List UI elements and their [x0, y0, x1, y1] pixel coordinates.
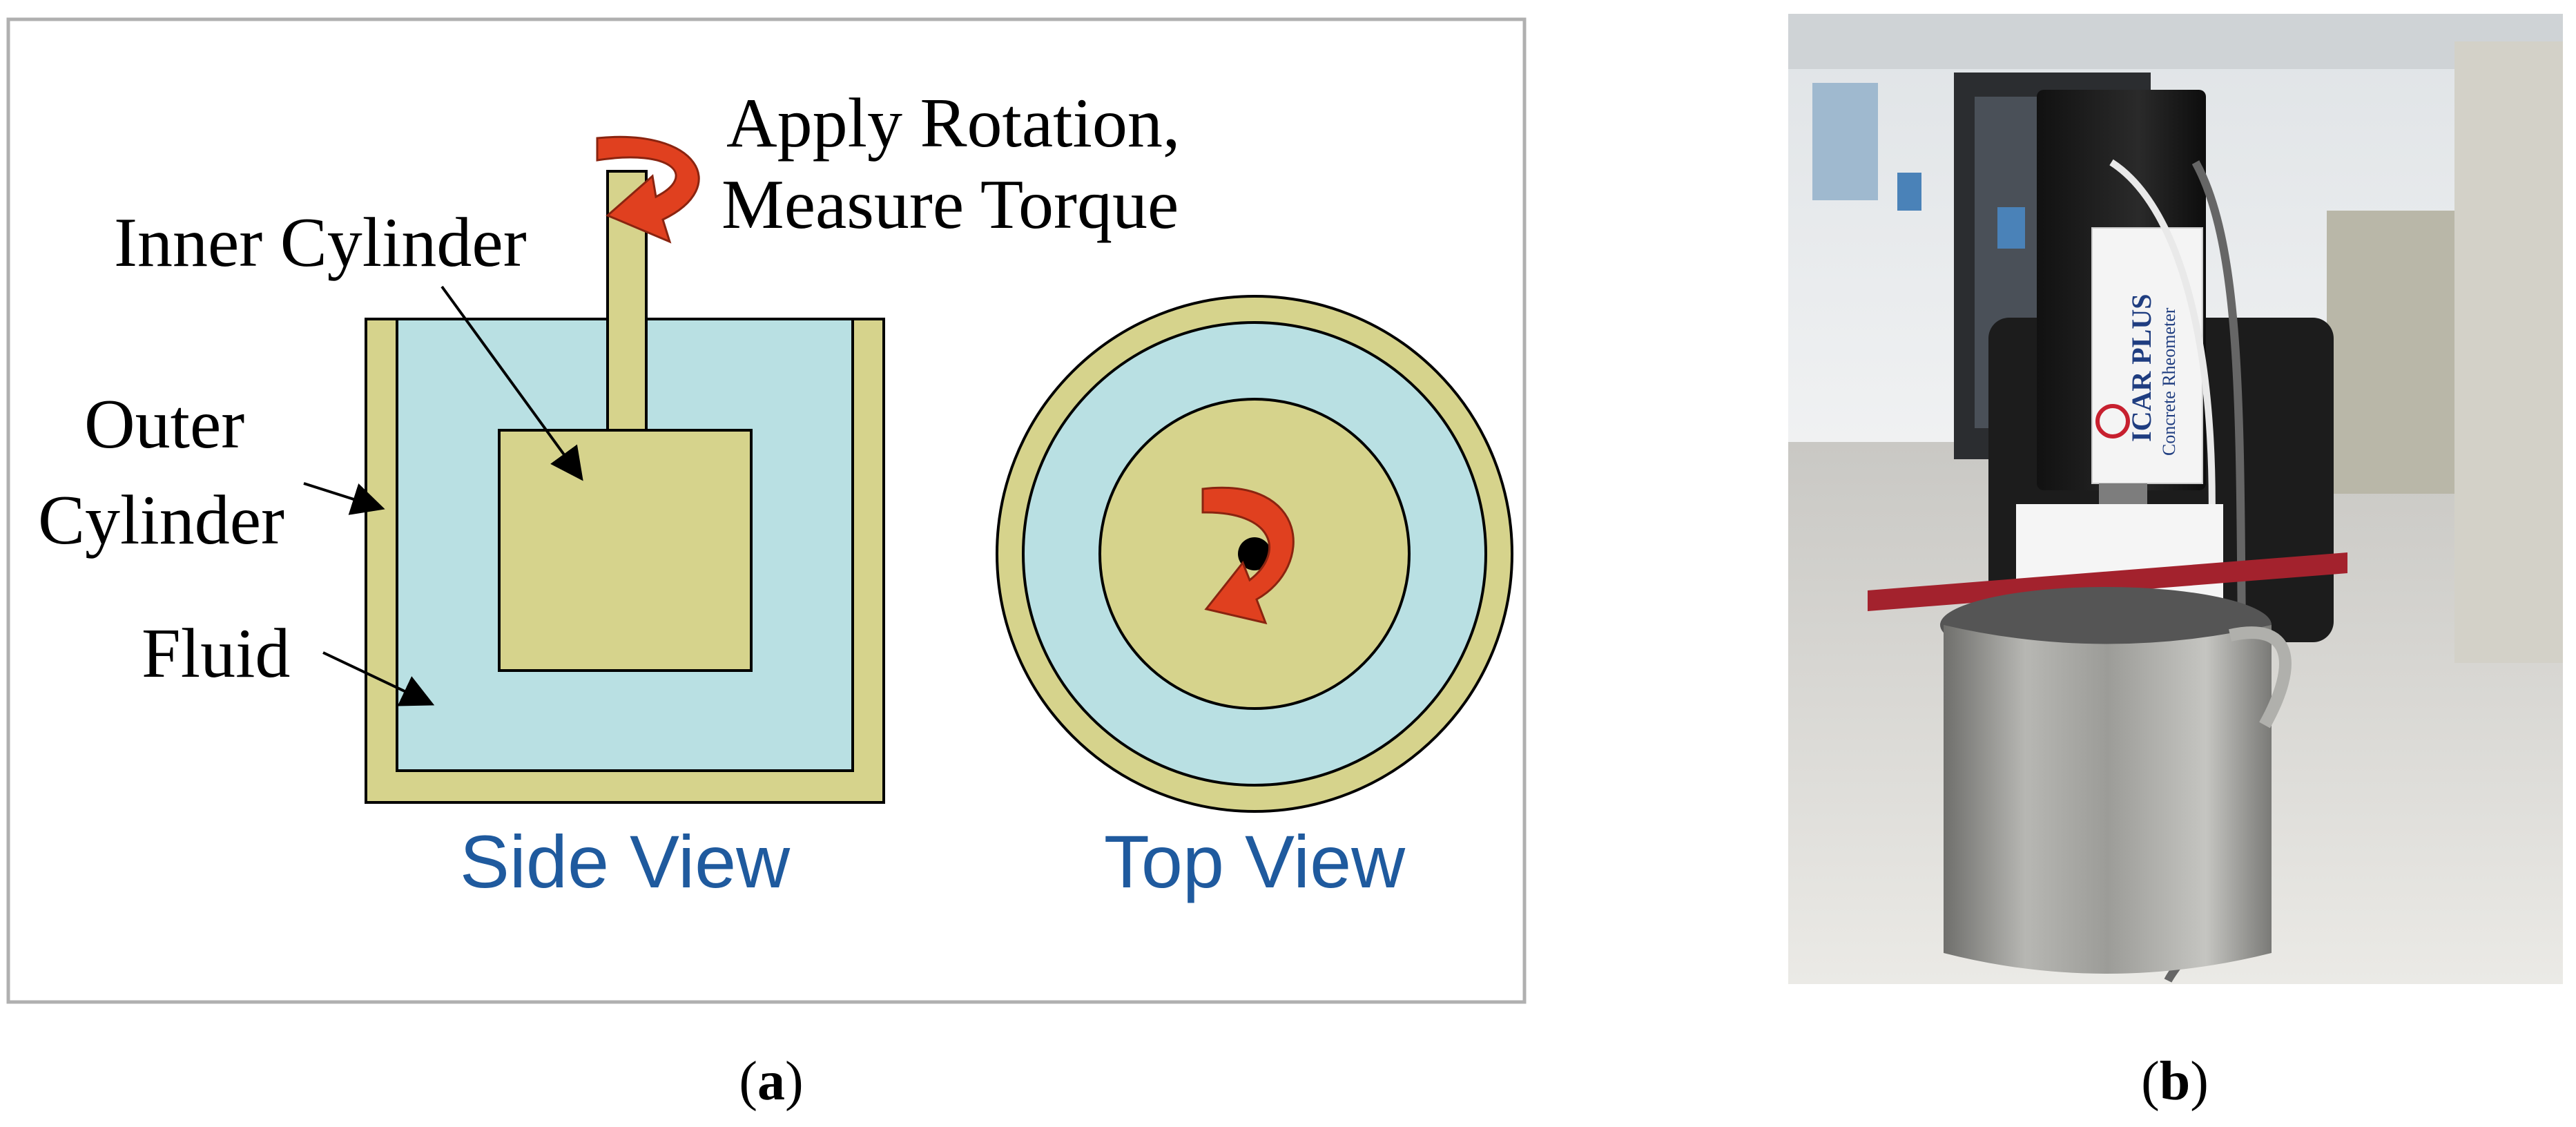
rotation-arrow-icon: [596, 135, 700, 244]
label-apply-rotation: Apply Rotation,: [726, 84, 1180, 162]
leader-outer-cylinder: [303, 482, 385, 515]
photo-pot: [1944, 625, 2272, 974]
label-inner-cylinder: Inner Cylinder: [114, 204, 527, 282]
leader-fluid: [322, 651, 435, 706]
panel-b-photo: ICAR PLUS Concrete Rheometer: [1788, 14, 2563, 984]
photo-red-frame: [1868, 552, 2347, 611]
caption-a: (a): [739, 1051, 803, 1112]
photo-device-subtitle: Concrete Rheometer: [2159, 307, 2179, 456]
photo-ceiling: [1788, 14, 2563, 69]
label-measure-torque: Measure Torque: [722, 166, 1179, 244]
top-rotation-arrow-icon: [1201, 486, 1295, 625]
photo-cabinet: [2327, 211, 2458, 494]
photo-poster: [1812, 83, 1878, 200]
label-outer: Outer: [84, 385, 244, 463]
top-view: [996, 295, 1513, 813]
photo-brand-text: ICAR PLUS: [2126, 294, 2157, 442]
caption-b: (b): [2141, 1051, 2209, 1112]
label-fluid: Fluid: [142, 615, 290, 693]
top-shaft-dot: [1238, 537, 1271, 570]
side-view: [365, 135, 885, 804]
label-cylinder: Cylinder: [38, 481, 284, 559]
inner-cylinder: [498, 429, 753, 672]
label-top-view: Top View: [1104, 820, 1406, 903]
label-side-view: Side View: [460, 820, 791, 903]
leader-inner-cylinder: [440, 285, 583, 481]
panel-a: Apply Rotation, Measure Torque Inner Cyl…: [6, 17, 1527, 1004]
